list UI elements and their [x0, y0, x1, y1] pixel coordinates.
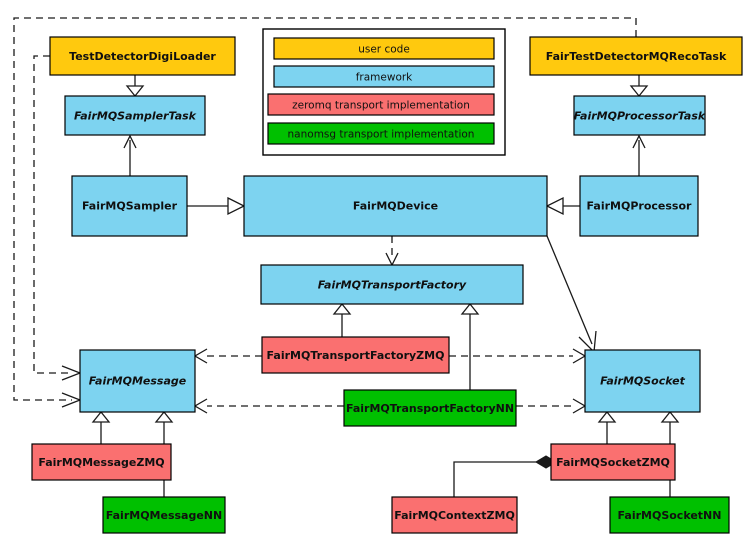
- node-box-TestDetectorDigiLoader[interactable]: [49, 36, 236, 76]
- node-FairMQSocket[interactable]: FairMQSocket: [584, 349, 701, 413]
- node-FairMQProcessorTask[interactable]: FairMQProcessorTask: [573, 95, 706, 136]
- arrowhead-triangle-messagenn-message: [154, 410, 174, 423]
- node-label-FairMQSocket: FairMQSocket: [600, 375, 686, 388]
- node-label-FairMQSamplerTask: FairMQSamplerTask: [74, 110, 197, 123]
- legend-swatch-user-code: [273, 37, 495, 60]
- node-box-FairMQSocketNN[interactable]: [609, 496, 730, 534]
- node-label-FairMQContextZMQ: FairMQContextZMQ: [394, 509, 515, 522]
- arrowhead-triangle-processor-device: [545, 196, 564, 216]
- node-box-FairMQSampler[interactable]: [71, 175, 188, 237]
- node-label-FairMQSocketNN: FairMQSocketNN: [618, 509, 722, 522]
- arrowhead-open-tfzmq-socket: [572, 348, 587, 364]
- legend-swatch-zeromq: [267, 93, 495, 116]
- node-label-FairMQMessageZMQ: FairMQMessageZMQ: [38, 456, 164, 469]
- node-box-FairMQSocket[interactable]: [584, 349, 701, 413]
- node-FairMQTransportFactoryZMQ[interactable]: FairMQTransportFactoryZMQ: [261, 336, 450, 374]
- node-label-FairMQDevice: FairMQDevice: [353, 200, 438, 213]
- legend-swatch-nanomsg: [267, 122, 495, 145]
- node-box-FairMQContextZMQ[interactable]: [391, 496, 518, 534]
- edge-digiloader-to-message: [33, 55, 72, 374]
- node-box-FairMQDevice[interactable]: [243, 175, 548, 237]
- arrowhead-open-sampler-samplertask: [123, 134, 137, 149]
- node-box-FairMQMessageNN[interactable]: [102, 496, 226, 534]
- node-box-FairMQMessageZMQ[interactable]: [31, 443, 172, 481]
- arrowhead-triangle-tfzmq-transportfactory: [332, 302, 352, 315]
- node-box-FairMQMessage[interactable]: [79, 349, 196, 413]
- legend-label-zeromq: zeromq transport implementation: [292, 100, 470, 112]
- legend-item-framework: framework: [273, 65, 495, 88]
- arrowhead-triangle-tfnn-transportfactory: [460, 302, 480, 315]
- node-FairMQSocketZMQ[interactable]: FairMQSocketZMQ: [550, 443, 676, 481]
- node-label-FairMQSampler: FairMQSampler: [82, 200, 178, 213]
- node-label-FairMQTransportFactory: FairMQTransportFactory: [318, 279, 467, 292]
- node-TestDetectorDigiLoader[interactable]: TestDetectorDigiLoader: [49, 36, 236, 76]
- node-box-FairMQSamplerTask[interactable]: [64, 95, 206, 136]
- node-label-FairMQTransportFactoryNN: FairMQTransportFactoryNN: [346, 402, 514, 415]
- node-box-FairMQProcessor[interactable]: [579, 175, 699, 237]
- edge-device-socket: [546, 235, 593, 345]
- node-FairMQContextZMQ[interactable]: FairMQContextZMQ: [391, 496, 518, 534]
- node-FairMQTransportFactoryNN[interactable]: FairMQTransportFactoryNN: [343, 389, 517, 427]
- arrowhead-open-tfnn-socket: [572, 398, 587, 414]
- arrowhead-open-processor-processortask: [632, 134, 646, 149]
- node-FairMQDevice[interactable]: FairMQDevice: [243, 175, 548, 237]
- legend-swatch-framework: [273, 65, 495, 88]
- node-label-TestDetectorDigiLoader: TestDetectorDigiLoader: [69, 50, 216, 63]
- node-FairMQSocketNN[interactable]: FairMQSocketNN: [609, 496, 730, 534]
- edge-recotask-to-message: [13, 17, 637, 401]
- legend-label-framework: framework: [356, 72, 413, 84]
- node-FairMQMessageNN[interactable]: FairMQMessageNN: [102, 496, 226, 534]
- node-FairMQSampler[interactable]: FairMQSampler: [71, 175, 188, 237]
- node-box-FairMQSocketZMQ[interactable]: [550, 443, 676, 481]
- legend-label-nanomsg: nanomsg transport implementation: [288, 129, 475, 141]
- arrowhead-triangle-socketnn-socket: [660, 410, 680, 423]
- node-FairTestDetectorMQRecoTask[interactable]: FairTestDetectorMQRecoTask: [529, 36, 743, 76]
- edge-contextzmq-socketzmq: [453, 461, 536, 497]
- legend-label-user-code: user code: [358, 44, 410, 56]
- arrowhead-triangle-recotask-processortask: [629, 85, 649, 98]
- node-box-FairMQTransportFactoryNN[interactable]: [343, 389, 517, 427]
- node-box-FairMQProcessorTask[interactable]: [573, 95, 706, 136]
- arrowhead-triangle-sampler-device: [227, 196, 246, 216]
- node-label-FairMQSocketZMQ: FairMQSocketZMQ: [556, 456, 670, 469]
- arrowhead-triangle-socketzmq-socket: [597, 410, 617, 423]
- node-label-FairMQProcessorTask: FairMQProcessorTask: [574, 110, 706, 123]
- node-label-FairMQProcessor: FairMQProcessor: [587, 200, 692, 213]
- legend-item-nanomsg: nanomsg transport implementation: [267, 122, 495, 145]
- node-FairMQMessageZMQ[interactable]: FairMQMessageZMQ: [31, 443, 172, 481]
- node-box-FairTestDetectorMQRecoTask[interactable]: [529, 36, 743, 76]
- node-FairMQMessage[interactable]: FairMQMessage: [79, 349, 196, 413]
- color-legend: user code framework zeromq transport imp…: [262, 28, 506, 156]
- arrowhead-triangle-messagezmq-message: [91, 410, 111, 423]
- node-FairMQProcessor[interactable]: FairMQProcessor: [579, 175, 699, 237]
- legend-item-zeromq: zeromq transport implementation: [267, 93, 495, 116]
- node-FairMQSamplerTask[interactable]: FairMQSamplerTask: [64, 95, 206, 136]
- node-label-FairTestDetectorMQRecoTask: FairTestDetectorMQRecoTask: [546, 50, 727, 63]
- node-label-FairMQMessageNN: FairMQMessageNN: [106, 509, 222, 522]
- node-box-FairMQTransportFactory[interactable]: [260, 264, 524, 305]
- node-label-FairMQTransportFactoryZMQ: FairMQTransportFactoryZMQ: [267, 349, 445, 362]
- arrowhead-open-tfzmq-message: [193, 348, 208, 364]
- arrowhead-open-tfnn-message: [193, 398, 208, 414]
- node-FairMQTransportFactory[interactable]: FairMQTransportFactory: [260, 264, 524, 305]
- legend-item-user-code: user code: [273, 37, 495, 60]
- node-group: TestDetectorDigiLoader FairMQSamplerTask…: [31, 36, 743, 534]
- node-label-FairMQMessage: FairMQMessage: [89, 375, 187, 388]
- node-box-FairMQTransportFactoryZMQ[interactable]: [261, 336, 450, 374]
- arrowhead-triangle-digiloader-samplertask: [125, 85, 145, 98]
